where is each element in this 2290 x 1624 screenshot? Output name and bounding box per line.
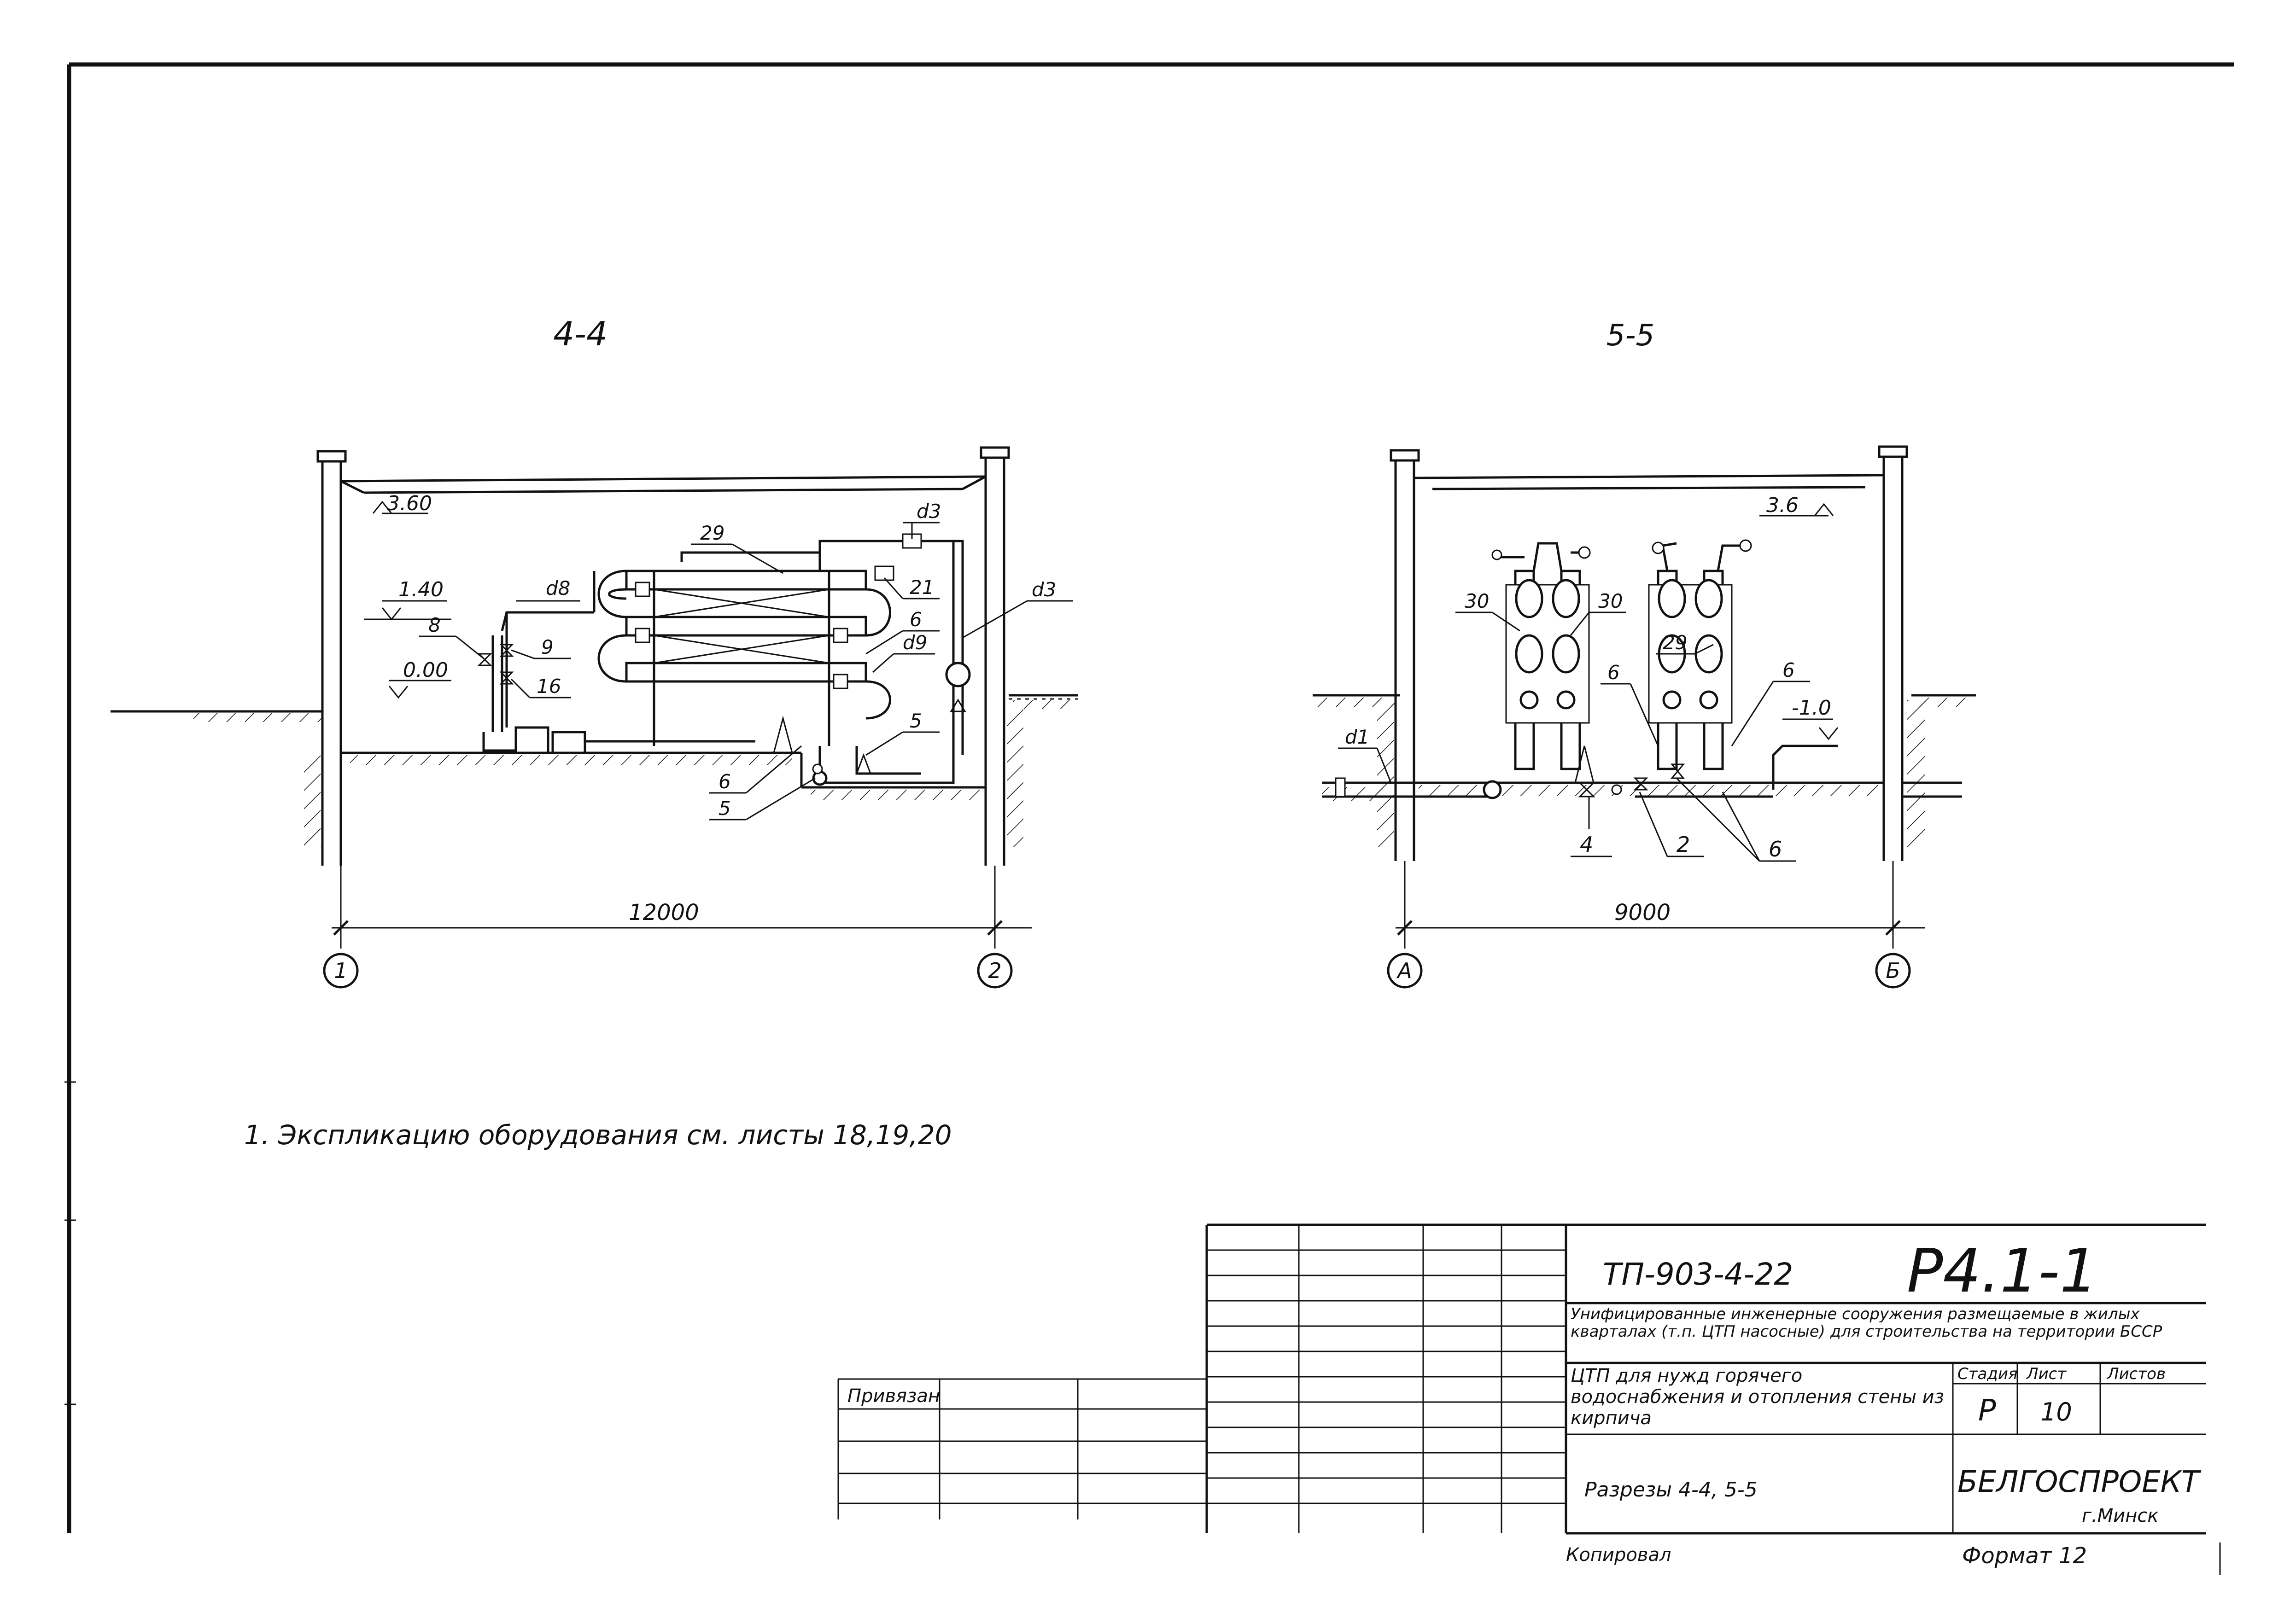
svg-text:2: 2 (988, 958, 1001, 983)
svg-text:2: 2 (1677, 832, 1690, 857)
drawing-subtitle: ЦТП для нужд горячего водоснабжения и от… (1571, 1365, 1944, 1429)
sheets-header: Листов (2106, 1365, 2166, 1383)
format-label: Формат 12 (1962, 1543, 2087, 1569)
drawing-name: Разрезы 4-4, 5-5 (1584, 1478, 1758, 1502)
subtitle-box: ЦТП для нужд горячего водоснабжения и от… (1571, 1365, 1944, 1429)
svg-text:6: 6 (1782, 659, 1795, 681)
organization: БЕЛГОСПРОЕКТ (1957, 1465, 2202, 1499)
svg-text:8: 8 (428, 614, 441, 636)
pipe-labels-4-4: d8 d3 d3 d9 (516, 500, 1073, 673)
svg-text:d3: d3 (917, 500, 941, 523)
dimension-5-5: 9000 (1396, 861, 1925, 949)
sheet-value: 10 (2040, 1397, 2072, 1426)
dimension-12000: 12000 (629, 900, 699, 926)
heat-exchanger-pair-left (1491, 542, 1591, 770)
svg-text:29: 29 (1663, 631, 1687, 654)
svg-text:3.60: 3.60 (387, 492, 432, 515)
svg-text:6: 6 (719, 770, 731, 793)
level-pit: -1.0 (1782, 696, 1839, 740)
axis-markers-4-4: 1 2 (323, 953, 1013, 989)
svg-text:16: 16 (537, 675, 561, 698)
svg-text:d1: d1 (1345, 726, 1369, 748)
svg-text:1.40: 1.40 (398, 578, 444, 601)
equipment-note: 1. Экспликацию оборудования см. листы 18… (244, 1119, 952, 1151)
stage-header: Стадия (1957, 1365, 2017, 1383)
section-4-4: 4-4 3.60 (111, 314, 1078, 989)
svg-text:Б: Б (1886, 958, 1900, 983)
svg-text:9: 9 (541, 636, 554, 658)
svg-text:5: 5 (719, 797, 731, 820)
callouts-5-5: d1 30 30 29 6 6 4 2 6 (1338, 590, 1810, 862)
city: г.Минск (2082, 1505, 2159, 1526)
svg-text:-1.0: -1.0 (1792, 696, 1831, 720)
title-block: Привязан ТП-903-4-22 Р4.1-1 Унифицирован… (837, 1223, 2206, 1569)
svg-text:6: 6 (1769, 837, 1782, 861)
dimension-4-4: 12000 (332, 866, 1032, 949)
piping-5-5 (1322, 745, 1962, 799)
project-title-box: Унифицированные инженерные сооружения ра… (1571, 1305, 2162, 1341)
level-roof-left: 3.60 (372, 492, 432, 515)
svg-text:5: 5 (910, 710, 922, 732)
svg-text:d9: d9 (903, 631, 927, 654)
svg-text:30: 30 (1598, 590, 1623, 612)
section-5-5: 5-5 3.6 -1.0 (1313, 319, 1976, 989)
heat-exchanger-stack (597, 570, 891, 746)
copied-by: Копировал (1566, 1544, 1671, 1566)
svg-text:А: А (1396, 958, 1412, 983)
sheet-mark: Р4.1-1 (1907, 1236, 2098, 1306)
level-1-40: 1.40 (364, 578, 451, 621)
svg-text:6: 6 (1607, 661, 1620, 684)
sheet-frame (64, 62, 2234, 1575)
svg-text:30: 30 (1465, 590, 1489, 612)
axis-markers-5-5: А Б (1387, 953, 1911, 989)
project-code: ТП-903-4-22 (1603, 1257, 1793, 1292)
level-0-00: 0.00 (388, 658, 451, 699)
sheet-header: Лист (2026, 1365, 2067, 1383)
level-roof-right: 3.6 (1759, 494, 1834, 517)
svg-text:d8: d8 (546, 577, 570, 600)
svg-text:21: 21 (910, 576, 934, 599)
svg-text:29: 29 (700, 522, 724, 544)
privyazan-label: Привязан (847, 1385, 940, 1407)
project-title: Унифицированные инженерные сооружения ра… (1571, 1305, 2162, 1341)
svg-text:0.00: 0.00 (403, 658, 448, 682)
heat-exchanger-pair-right (1648, 539, 1752, 770)
svg-text:4: 4 (1580, 832, 1593, 857)
section-5-5-title: 5-5 (1607, 319, 1655, 353)
svg-text:6: 6 (910, 608, 922, 631)
svg-text:d3: d3 (1032, 578, 1056, 601)
svg-text:3.6: 3.6 (1766, 494, 1799, 517)
svg-text:1: 1 (334, 958, 347, 983)
section-4-4-title: 4-4 (553, 314, 608, 353)
callouts-4-4: 29 21 6 8 9 16 5 6 5 (419, 522, 940, 821)
stage-value: Р (1978, 1394, 1996, 1428)
dimension-9000: 9000 (1614, 900, 1671, 926)
